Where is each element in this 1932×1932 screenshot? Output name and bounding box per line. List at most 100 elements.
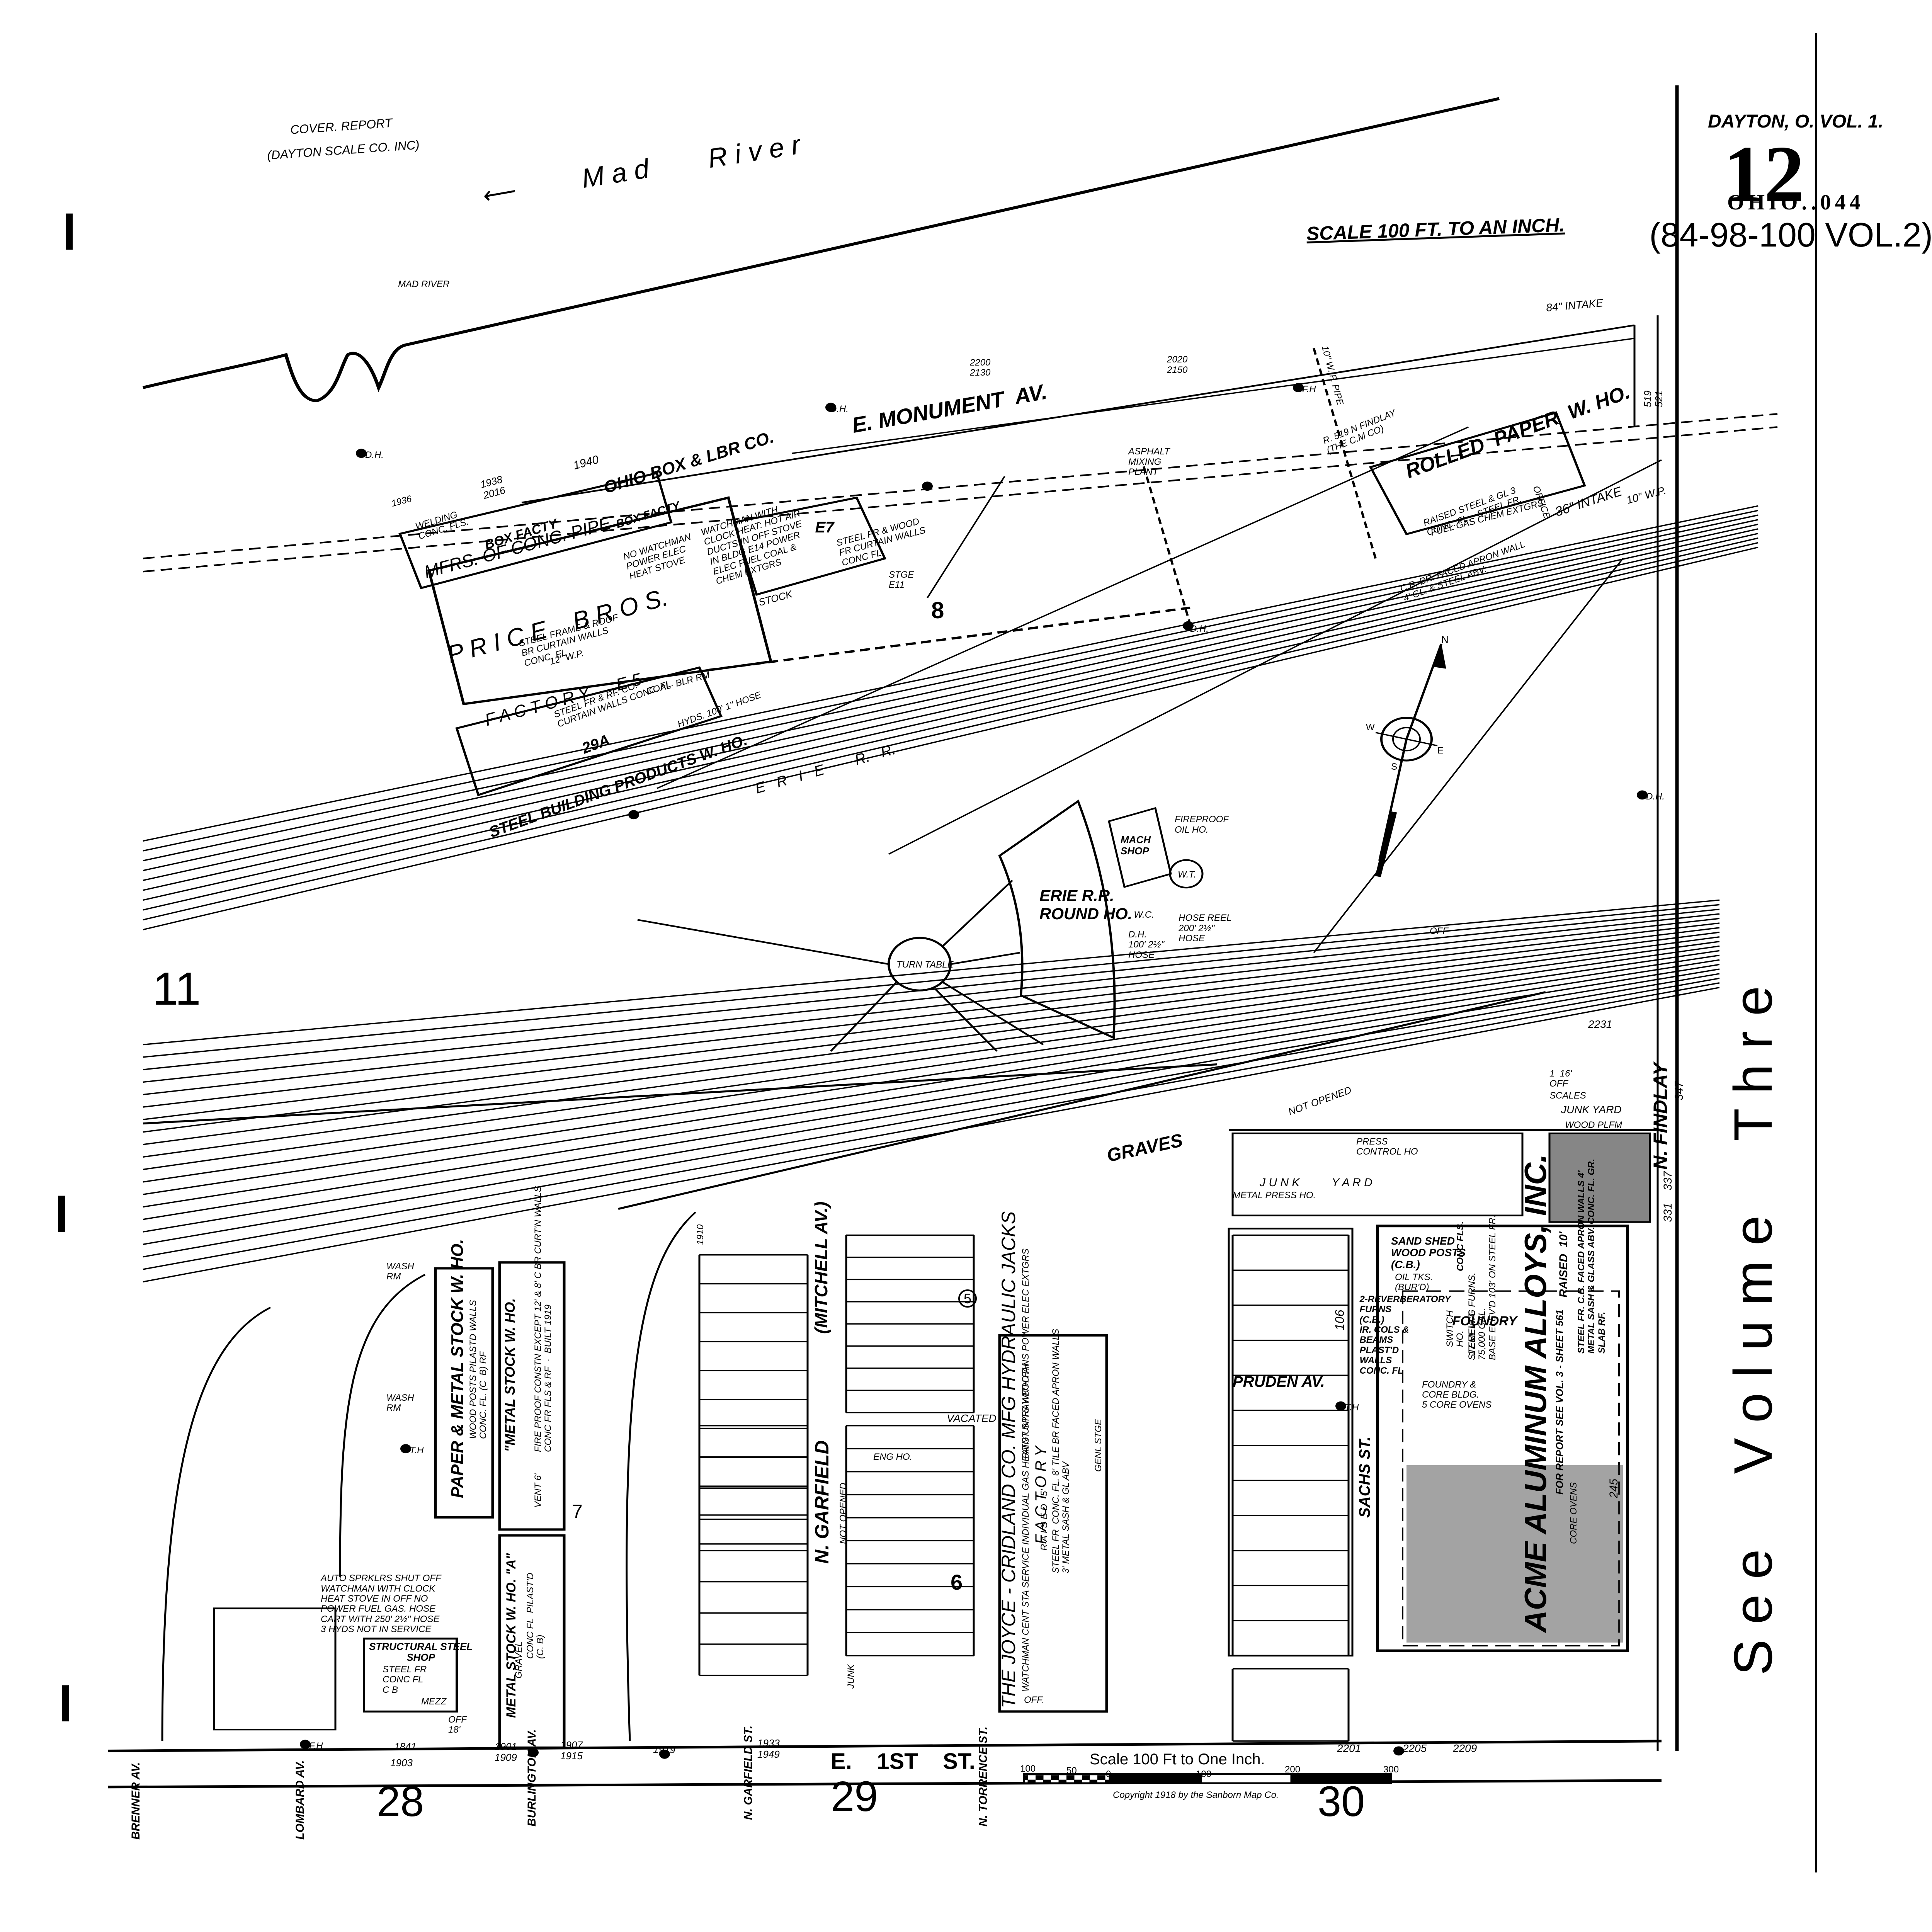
junk-yard-label: J U N K Y A R D <box>1260 1176 1372 1189</box>
railroad-track <box>143 978 1720 1258</box>
railroad-track <box>143 964 1720 1220</box>
railroad-track <box>656 426 1469 789</box>
railroad-track <box>143 505 1759 842</box>
metal-stock-a-construction: CONC FL PILAST'D (C. B) <box>525 1573 546 1659</box>
railroad-track <box>143 908 1720 1070</box>
paper-metal-stock-warehouse-label: PAPER & METAL STOCK W. HO. <box>448 1239 467 1498</box>
street-e-first-st: E. 1ST ST. <box>831 1749 975 1774</box>
railroad-track <box>143 959 1720 1208</box>
adjoining-sheet-28[interactable]: 28 <box>377 1777 424 1825</box>
acme-aluminum-outline <box>1376 1225 1629 1652</box>
compass-west: W <box>1366 722 1375 733</box>
railroad-track <box>143 968 1720 1233</box>
compass-north: N <box>1441 633 1449 645</box>
acme-foundry-label: FOUNDRY <box>1452 1313 1517 1328</box>
structural-steel-shop-outline <box>363 1638 458 1713</box>
hydrant-dot-icon <box>356 449 367 458</box>
joyce-construction: STEEL FR CONC. FL. 8' TILE BR FACED APRO… <box>1051 1329 1071 1574</box>
office-label: OFF 18' <box>448 1714 467 1735</box>
railroad-track <box>143 918 1720 1095</box>
water-closet-label: W.C. <box>1134 909 1154 920</box>
hydrant-dot-icon <box>825 403 836 412</box>
address-number: 2201 <box>1337 1742 1361 1755</box>
graves-street-line <box>618 991 1546 1210</box>
acme-report-reference: FOR REPORT SEE VOL. 3 - SHEET 561 <box>1554 1310 1565 1495</box>
adjoining-sheet-11[interactable]: 11 <box>153 963 201 1015</box>
railroad-track <box>143 954 1720 1195</box>
scale-tick-label: 200 <box>1285 1764 1301 1775</box>
round-house-outline <box>998 799 1116 1039</box>
asphalt-plant-label: ASPHALT MIXING PLANT <box>1128 446 1170 477</box>
round-house-label: ERIE R.R. ROUND HO. <box>1039 886 1133 923</box>
railroad-track <box>143 936 1720 1145</box>
wash-room-label: WASH RM <box>386 1261 414 1282</box>
pruden-block-outline <box>1228 1228 1354 1656</box>
gravel-label: GRAVEL <box>513 1641 524 1679</box>
structural-steel-shop-construction: STEEL FR CONC FL C B <box>383 1664 427 1695</box>
margin-registration-mark <box>62 1685 69 1721</box>
spur-track <box>161 1306 271 1741</box>
railroad-track <box>143 973 1720 1245</box>
railroad-track <box>143 932 1720 1133</box>
fire-hydrant-label: F.H <box>1302 384 1316 395</box>
street-pruden-av: PRUDEN AV. <box>1233 1373 1325 1390</box>
hydrant-dot-icon <box>300 1740 311 1749</box>
paper-metal-warehouse-outline <box>434 1267 494 1519</box>
street-n-garfield: N. GARFIELD <box>811 1440 833 1564</box>
railroad-track <box>143 524 1759 881</box>
price-bros-factory-outline <box>427 496 773 706</box>
sand-shed-label: SAND SHED WOOD POSTS (C.B.) <box>1391 1235 1466 1271</box>
address-number: 1901 1909 <box>495 1740 517 1764</box>
railroad-track <box>143 913 1720 1083</box>
wash-room-label: WASH RM <box>386 1392 414 1413</box>
street-sachs-st: SACHS ST. <box>1356 1436 1373 1518</box>
compass-rose <box>1375 643 1446 877</box>
spur-track <box>339 1274 426 1577</box>
city-volume-label: DAYTON, O. VOL. 1. <box>1708 111 1884 132</box>
hydrant-hose-label: D.H. 100' 2½" HOSE <box>1128 929 1165 960</box>
large-shed-outline <box>213 1607 337 1731</box>
scale-bar <box>1023 1773 1392 1784</box>
address-number: 1841 <box>394 1740 417 1752</box>
turntable-spur <box>942 981 1044 1046</box>
scale-bar-title: Scale 100 Ft to One Inch. <box>1090 1751 1265 1768</box>
drop-hydrant-label: D.H. <box>1646 791 1665 802</box>
drop-hydrant-label: D.H. <box>365 449 384 460</box>
junk-yard-outline <box>1231 1132 1524 1216</box>
adjoining-sheet-30[interactable]: 30 <box>1318 1777 1365 1825</box>
scale-tick-label: 50 <box>1066 1765 1077 1776</box>
intake-pipe <box>143 413 1778 560</box>
vacated-label: VACATED <box>947 1412 997 1424</box>
foundry-core-building-label: FOUNDRY & CORE BLDG. 5 CORE OVENS <box>1422 1379 1492 1410</box>
town-hydrant-label: T.H <box>410 1445 424 1456</box>
small-office-label: 1 16' OFF <box>1549 1068 1572 1089</box>
melting-furnaces-label: 17 MELT'G FURNS. <box>1466 1272 1477 1355</box>
turntable-spur <box>942 880 1013 947</box>
water-tank-outline <box>1169 859 1204 889</box>
acme-raised-label: RAISED 10' <box>1557 1231 1570 1298</box>
railroad-track <box>143 986 1720 1283</box>
hydrant-dot-icon <box>1637 790 1648 800</box>
general-storage-label: GENL STGE <box>1093 1418 1104 1472</box>
hydrant-dot-icon <box>1335 1401 1346 1411</box>
railroad-track <box>143 927 1720 1121</box>
paint-spray-booth-label: PAINT SPRAY BOOTH <box>1020 1363 1031 1459</box>
alternate-sheet-reference: (84-98-100 VOL.2) <box>1649 215 1932 254</box>
adjoining-sheet-29[interactable]: 29 <box>831 1772 878 1820</box>
street-brenner-av: BRENNER AV. <box>129 1762 142 1840</box>
ohio-box-factory-outline <box>398 472 673 589</box>
street-n-findlay: N. FINDLAY <box>1650 1062 1671 1170</box>
acme-foundry-shading <box>1406 1465 1623 1643</box>
joyce-cridland-label: THE JOYCE - CRIDLAND CO. MFG HYDRAULIC J… <box>997 1211 1019 1708</box>
railroad-track <box>927 476 1005 599</box>
address-number: 106 <box>1333 1310 1347 1331</box>
address-number: 1933 1949 <box>757 1737 780 1760</box>
railroad-track <box>143 528 1759 891</box>
spur-track <box>626 1211 696 1741</box>
copyright-notice: Copyright 1918 by the Sanborn Map Co. <box>1113 1790 1279 1801</box>
address-number: 1919 <box>653 1744 675 1756</box>
railroad-track <box>143 904 1720 1058</box>
hose-reel-label: HOSE REEL 200' 2½" HOSE <box>1179 913 1232 944</box>
joyce-office-label: OFF. <box>1024 1694 1044 1705</box>
address-number: 2231 <box>1588 1018 1612 1030</box>
